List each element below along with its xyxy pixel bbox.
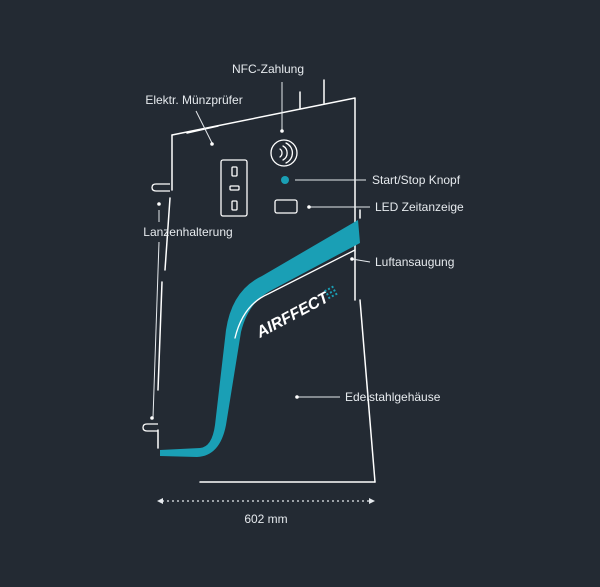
label-start-stop: Start/Stop Knopf bbox=[372, 173, 461, 187]
led-display bbox=[274, 199, 298, 214]
brand-logo: AIRFFECT bbox=[253, 285, 338, 342]
label-led: LED Zeitanzeige bbox=[375, 200, 464, 214]
label-coin-validator: Elektr. Münzprüfer bbox=[145, 93, 242, 107]
brand-name: AIRFFECT bbox=[253, 289, 333, 342]
label-housing: Edelstahlgehäuse bbox=[345, 390, 441, 404]
dimension-label: 602 mm bbox=[244, 512, 287, 526]
dimension-line bbox=[157, 498, 375, 504]
brand-dots bbox=[324, 285, 338, 300]
coin-validator bbox=[220, 159, 248, 217]
lance-holder bbox=[142, 183, 170, 432]
label-lance-holder: Lanzenhalterung bbox=[143, 225, 232, 239]
stripe-outline bbox=[234, 249, 356, 339]
callout-dots bbox=[150, 129, 354, 420]
label-air-intake: Luftansaugung bbox=[375, 255, 454, 269]
start-stop-button bbox=[281, 176, 289, 184]
machine-housing bbox=[157, 79, 376, 483]
teal-stripe bbox=[160, 220, 360, 457]
label-nfc: NFC-Zahlung bbox=[232, 62, 304, 76]
callout-leaders bbox=[152, 82, 371, 419]
nfc-icon bbox=[270, 139, 298, 167]
